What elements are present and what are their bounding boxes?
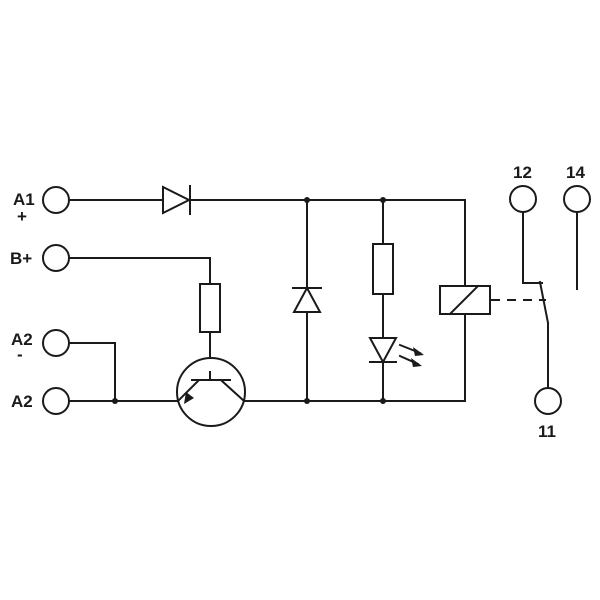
junction-dot [380, 398, 386, 404]
wire-b-plus [68, 257, 211, 285]
junction-dot [304, 398, 310, 404]
label-a1: A1 [13, 190, 35, 209]
label-a2-polarity: - [17, 345, 23, 364]
wire-a2-tie [68, 342, 116, 402]
status-led [368, 337, 398, 365]
junction-dot [380, 197, 386, 203]
junctions [112, 197, 386, 404]
terminal-12 [509, 185, 537, 213]
label-a2-top: A2 [11, 330, 33, 349]
label-a2-bottom: A2 [11, 392, 33, 411]
terminal-14 [563, 185, 591, 213]
terminal-b-plus [42, 244, 70, 272]
terminal-a2-bottom [42, 387, 70, 415]
input-diode [162, 185, 192, 215]
freewheel-diode [292, 285, 322, 313]
transistor [176, 357, 246, 427]
relay-coil [439, 284, 491, 316]
label-contact-11: 11 [538, 422, 556, 441]
junction-dot [112, 398, 118, 404]
wiring [68, 199, 466, 402]
terminal-a2-top [42, 329, 70, 357]
base-resistor [199, 283, 221, 333]
terminal-11 [534, 387, 562, 415]
label-contact-14: 14 [566, 163, 585, 182]
junction-dot [304, 197, 310, 203]
label-a1-polarity: + [17, 207, 27, 226]
label-contact-12: 12 [513, 163, 532, 182]
label-b-plus: B+ [10, 249, 32, 268]
led-resistor [372, 243, 394, 295]
terminal-a1 [42, 186, 70, 214]
light-emission-icon [398, 343, 424, 367]
changeover-contact [522, 211, 578, 389]
